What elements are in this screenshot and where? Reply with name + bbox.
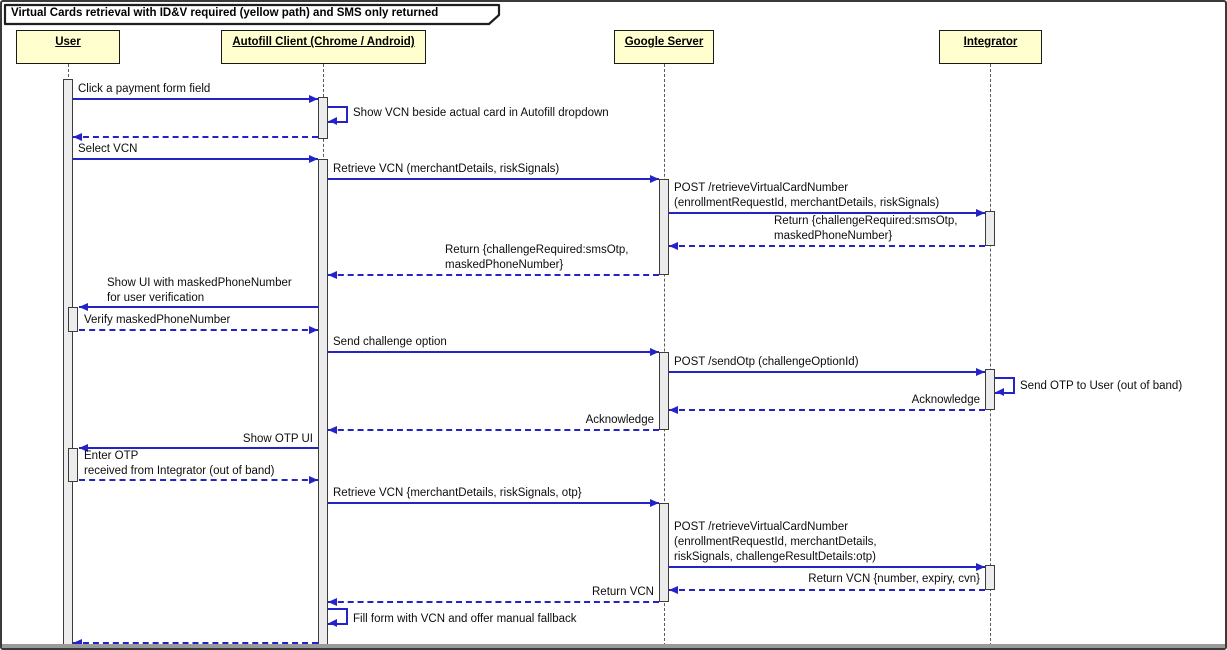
message-post-send-otp xyxy=(669,371,985,373)
autofill-activation-2 xyxy=(318,159,328,645)
message-return-to-user-1 xyxy=(73,136,318,138)
message-show-otp-ui-label: Show OTP UI xyxy=(242,433,313,445)
message-return-challenge-required-client-label: Return {challengeRequired:smsOtp, masked… xyxy=(445,244,629,271)
user-activation-nested-2 xyxy=(68,448,78,482)
google-activation-1 xyxy=(659,179,669,275)
message-acknowledge-google-arrowhead xyxy=(328,426,337,434)
message-click-payment-field-label: Click a payment form field xyxy=(78,83,211,95)
diagram-bottom-rule xyxy=(2,644,1225,648)
integrator-activation-2 xyxy=(985,369,995,410)
message-show-ui-masked-phone xyxy=(79,306,318,308)
message-return-challenge-required-integrator xyxy=(669,245,985,247)
message-click-payment-field-arrowhead xyxy=(309,95,318,103)
message-return-challenge-required-integrator-label: Return {challengeRequired:smsOtp, masked… xyxy=(774,215,958,242)
user-activation xyxy=(63,79,73,645)
autofill-activation-1 xyxy=(318,97,328,139)
message-retrieve-vcn-2 xyxy=(328,502,659,504)
integrator-activation-1 xyxy=(985,211,995,246)
message-acknowledge-integrator-label: Acknowledge xyxy=(911,394,980,406)
message-post-retrieve-vcn-2-arrowhead xyxy=(976,563,985,571)
message-retrieve-vcn-1-arrowhead xyxy=(650,175,659,183)
participant-user: User xyxy=(16,30,120,64)
message-post-send-otp-arrowhead xyxy=(976,368,985,376)
message-send-challenge-option-label: Send challenge option xyxy=(333,336,447,348)
message-acknowledge-google xyxy=(328,429,659,431)
message-enter-otp-label: Enter OTP received from Integrator (out … xyxy=(84,450,275,477)
message-verify-masked-phone xyxy=(79,329,318,331)
message-return-challenge-required-integrator-arrowhead xyxy=(669,242,678,250)
message-return-vcn-integrator-arrowhead xyxy=(669,586,678,594)
message-retrieve-vcn-2-label: Retrieve VCN {merchantDetails, riskSigna… xyxy=(333,487,582,499)
message-post-send-otp-label: POST /sendOtp (challengeOptionId) xyxy=(674,356,859,368)
google-activation-2 xyxy=(659,352,669,430)
message-acknowledge-integrator xyxy=(669,409,985,411)
title-frame xyxy=(3,3,501,26)
message-retrieve-vcn-2-arrowhead xyxy=(650,499,659,507)
message-show-ui-masked-phone-arrowhead xyxy=(79,303,88,311)
message-show-vcn-dropdown-arrowhead xyxy=(329,117,337,125)
message-return-to-user-1-arrowhead xyxy=(73,133,82,141)
message-return-vcn-client-arrowhead xyxy=(328,598,337,606)
message-fill-form-fallback-arrowhead xyxy=(329,619,337,627)
user-activation-nested-1 xyxy=(68,307,78,332)
participant-google-server: Google Server xyxy=(614,30,714,64)
participant-label-google-server: Google Server xyxy=(624,36,704,48)
message-acknowledge-integrator-arrowhead xyxy=(669,406,678,414)
google-activation-3 xyxy=(659,503,669,602)
message-fill-form-fallback-label: Fill form with VCN and offer manual fall… xyxy=(353,613,577,625)
message-return-to-user-2-arrowhead xyxy=(73,639,82,647)
message-return-vcn-integrator xyxy=(669,589,985,591)
message-post-retrieve-vcn-1-label: POST /retrieveVirtualCardNumber (enrollm… xyxy=(674,182,940,209)
message-acknowledge-google-label: Acknowledge xyxy=(585,414,654,426)
message-show-vcn-dropdown xyxy=(328,106,348,123)
message-send-otp-out-of-band-label: Send OTP to User (out of band) xyxy=(1020,380,1183,392)
message-send-otp-out-of-band xyxy=(995,377,1015,394)
message-return-challenge-required-client-arrowhead xyxy=(328,271,337,279)
participant-label-autofill-client: Autofill Client (Chrome / Android) xyxy=(232,36,415,48)
message-show-otp-ui-arrowhead xyxy=(79,444,88,452)
participant-autofill-client: Autofill Client (Chrome / Android) xyxy=(221,30,426,64)
message-post-retrieve-vcn-2-label: POST /retrieveVirtualCardNumber (enrollm… xyxy=(674,521,877,563)
message-verify-masked-phone-arrowhead xyxy=(309,326,318,334)
message-click-payment-field xyxy=(73,98,318,100)
message-show-otp-ui xyxy=(79,447,318,449)
message-return-vcn-integrator-label: Return VCN {number, expiry, cvn} xyxy=(808,573,980,585)
integrator-activation-3 xyxy=(985,565,995,590)
participant-label-integrator: Integrator xyxy=(963,36,1018,48)
message-retrieve-vcn-1-label: Retrieve VCN (merchantDetails, riskSigna… xyxy=(333,163,560,175)
message-show-vcn-dropdown-label: Show VCN beside actual card in Autofill … xyxy=(353,107,609,119)
message-select-vcn-arrowhead xyxy=(309,155,318,163)
participant-label-user: User xyxy=(55,36,81,48)
lifeline-integrator xyxy=(990,64,991,646)
message-return-to-user-2 xyxy=(73,642,318,644)
message-send-challenge-option-arrowhead xyxy=(650,348,659,356)
message-return-challenge-required-client xyxy=(328,274,659,276)
message-post-retrieve-vcn-1-arrowhead xyxy=(976,209,985,217)
message-fill-form-fallback xyxy=(328,608,348,625)
message-return-vcn-client-label: Return VCN xyxy=(592,586,654,598)
message-verify-masked-phone-label: Verify maskedPhoneNumber xyxy=(84,314,231,326)
message-enter-otp-arrowhead xyxy=(309,476,318,484)
participant-integrator: Integrator xyxy=(939,30,1042,64)
message-show-ui-masked-phone-label: Show UI with maskedPhoneNumber for user … xyxy=(107,277,292,304)
message-return-vcn-client xyxy=(328,601,659,603)
message-retrieve-vcn-1 xyxy=(328,178,659,180)
message-select-vcn-label: Select VCN xyxy=(78,143,138,155)
message-send-challenge-option xyxy=(328,351,659,353)
message-send-otp-out-of-band-arrowhead xyxy=(996,388,1004,396)
diagram-title: Virtual Cards retrieval with ID&V requir… xyxy=(11,7,439,19)
message-post-retrieve-vcn-1 xyxy=(669,212,985,214)
message-enter-otp xyxy=(79,479,318,481)
message-post-retrieve-vcn-2 xyxy=(669,566,985,568)
message-select-vcn xyxy=(73,158,318,160)
